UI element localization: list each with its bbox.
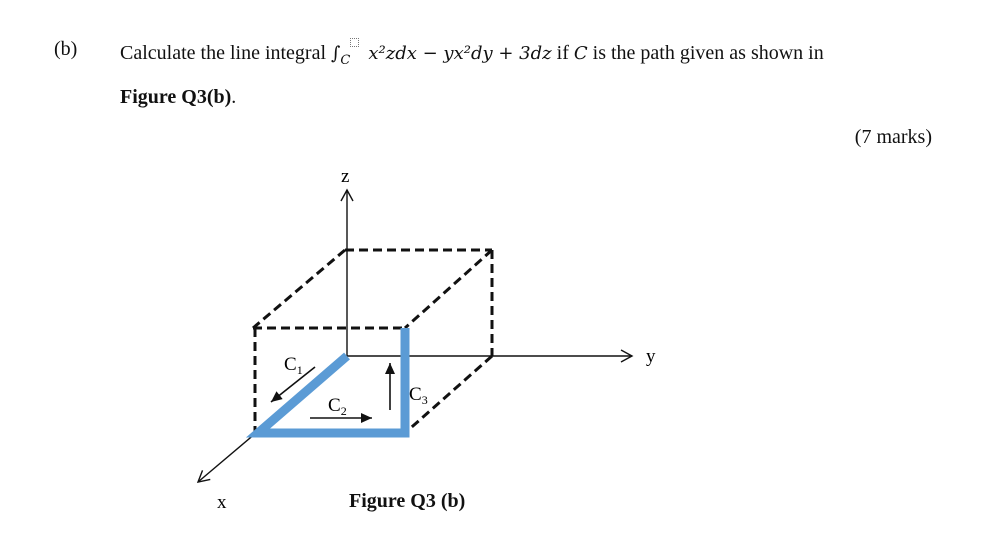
question-line: Calculate the line integral ∫C x²zdx − y… — [120, 38, 824, 68]
z-axis-label: z — [341, 166, 349, 187]
figure-ref-punct: . — [231, 86, 237, 108]
integrand: x²zdx − yx²dy + 3dz — [368, 43, 552, 64]
marks: (7 marks) — [854, 126, 932, 148]
cube-dashed-edges — [252, 248, 494, 435]
integral-sign: ∫ — [331, 43, 341, 64]
placeholder-box-icon — [350, 38, 360, 47]
x-axis-label: x — [217, 492, 227, 513]
integral-subscript: C — [340, 53, 351, 68]
question-text-after: is the path given as shown in — [592, 42, 824, 64]
c1-direction-arrow — [270, 366, 316, 403]
path-symbol: C — [573, 43, 588, 64]
c2-label: C2 — [328, 395, 347, 418]
question-text-before: Calculate the line integral — [120, 42, 327, 64]
c3-label: C3 — [409, 384, 428, 407]
figure-ref: Figure Q3(b) — [120, 86, 232, 108]
figure-caption: Figure Q3 (b) — [349, 490, 466, 512]
figure-ref-line: Figure Q3(b). — [120, 86, 236, 109]
if-word: if — [556, 42, 569, 64]
y-axis-label: y — [646, 346, 656, 367]
part-label: (b) — [54, 38, 78, 60]
path-c — [245, 328, 410, 438]
c1-label: C1 — [284, 354, 303, 377]
